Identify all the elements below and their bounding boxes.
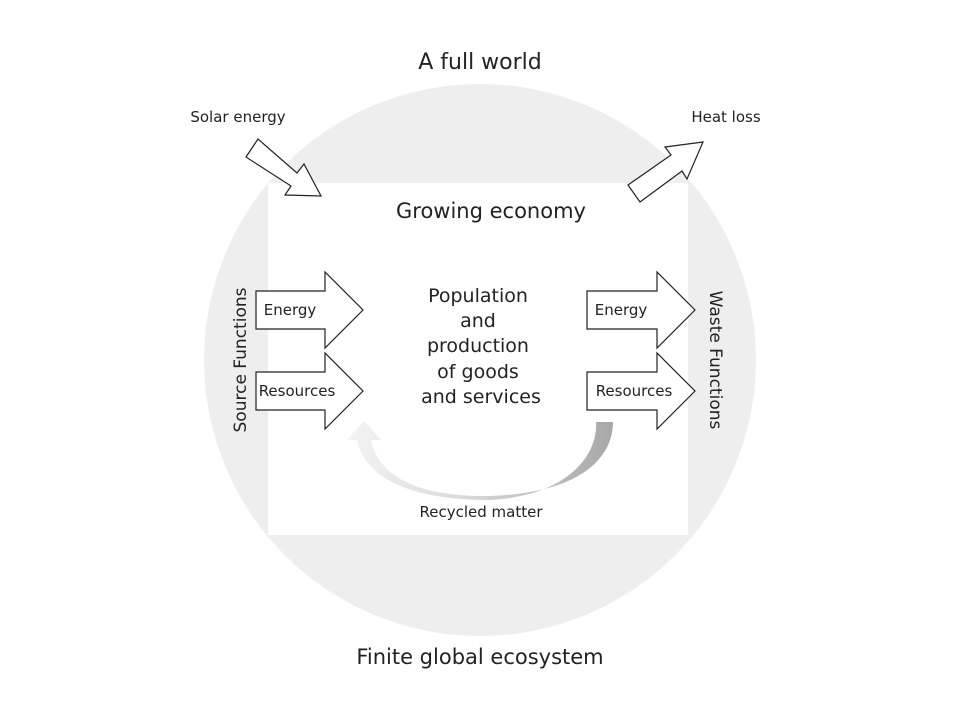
source-energy-label: Energy: [264, 301, 317, 319]
solar-energy-label: Solar energy: [190, 108, 285, 126]
center-line: of goods: [437, 361, 519, 383]
diagram-title: A full world: [418, 50, 542, 75]
waste-functions-label: Waste Functions: [705, 291, 725, 430]
waste-resources-arrow: [586, 351, 696, 431]
waste-energy-arrow: [586, 270, 696, 350]
center-line: and: [460, 310, 496, 332]
heat-loss-label: Heat loss: [691, 108, 761, 126]
source-functions-label: Source Functions: [231, 287, 251, 432]
center-line: Population: [428, 285, 528, 307]
economy-box: [268, 183, 688, 535]
center-line: and services: [421, 386, 541, 408]
source-resources-label: Resources: [259, 382, 336, 400]
heat-loss-arrow: [627, 141, 704, 203]
recycled-matter-label: Recycled matter: [420, 503, 544, 521]
center-line: production: [427, 335, 529, 357]
solar-energy-arrow: [245, 138, 323, 197]
center-text: Population and production of goods and s…: [421, 285, 541, 408]
economy-label: Growing economy: [396, 199, 586, 223]
source-resources-arrow: [255, 351, 364, 431]
waste-resources-label: Resources: [596, 382, 673, 400]
source-energy-arrow: [255, 270, 364, 350]
waste-energy-label: Energy: [595, 301, 648, 319]
ecosystem-label: Finite global ecosystem: [356, 645, 603, 669]
